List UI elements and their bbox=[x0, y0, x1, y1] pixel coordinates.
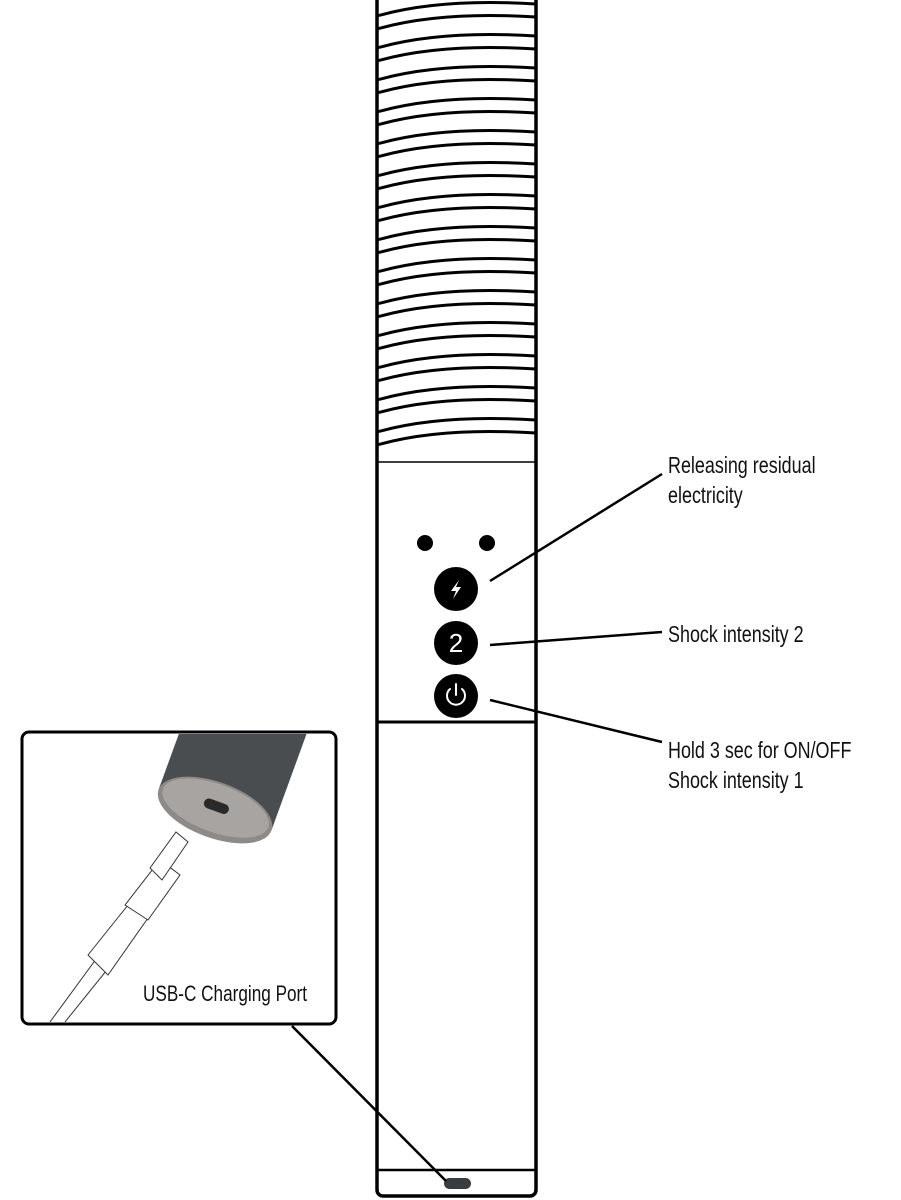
grip-ridge bbox=[376, 97, 537, 114]
grip-ridge bbox=[376, 385, 537, 402]
grip-ridge bbox=[376, 161, 537, 178]
callout-power-line2: Shock intensity 1 bbox=[668, 767, 804, 793]
grip-ridge bbox=[376, 289, 537, 306]
grip-ridge bbox=[376, 129, 537, 146]
indicator-led-left bbox=[417, 535, 433, 551]
grip-ridge bbox=[376, 1, 537, 18]
grip-ridge bbox=[376, 238, 537, 255]
callout-line-power bbox=[489, 698, 663, 744]
usb-c-port bbox=[444, 1178, 471, 1189]
usb-inset bbox=[20, 730, 338, 1026]
grip-ridge bbox=[376, 302, 537, 319]
device-end-photo bbox=[157, 734, 316, 844]
callout-power: Hold 3 sec for ON/OFF Shock intensity 1 bbox=[668, 735, 851, 795]
grip-ridge bbox=[376, 353, 537, 370]
usb-inset-label: USB-C Charging Port bbox=[143, 981, 308, 1006]
grip-ridge bbox=[376, 14, 537, 31]
grip-ridge bbox=[376, 206, 537, 223]
grip-ridge bbox=[376, 398, 537, 415]
release-button[interactable] bbox=[434, 567, 478, 611]
grip-ridge bbox=[376, 174, 537, 191]
grip-ridge bbox=[376, 33, 537, 50]
callout-intensity2-line1: Shock intensity 2 bbox=[668, 621, 804, 647]
indicator-led-right bbox=[479, 535, 495, 551]
grip-ridge bbox=[376, 142, 537, 159]
callout-power-line1: Hold 3 sec for ON/OFF bbox=[668, 737, 852, 763]
grip-ridge bbox=[376, 193, 537, 210]
device-body-outline bbox=[375, 0, 538, 1198]
grip-ridge bbox=[376, 417, 537, 434]
callout-release: Releasing residual electricity bbox=[668, 450, 816, 510]
grip-ridge bbox=[376, 321, 537, 338]
power-button[interactable] bbox=[434, 674, 478, 718]
intensity-2-button[interactable]: 2 bbox=[434, 621, 478, 665]
grip-ridge bbox=[376, 78, 537, 95]
lightning-icon bbox=[451, 580, 461, 599]
intensity-2-label: 2 bbox=[449, 628, 463, 658]
grip-ridge bbox=[376, 366, 537, 383]
grip-ridge bbox=[376, 225, 537, 242]
grip-ridge bbox=[376, 270, 537, 287]
grip-ridge bbox=[376, 65, 537, 82]
grip-ridge bbox=[376, 334, 537, 351]
callout-line-intensity2 bbox=[489, 630, 663, 647]
callout-release-line1: Releasing residual bbox=[668, 452, 816, 478]
grip-ridge bbox=[376, 110, 537, 127]
grip-ridge bbox=[376, 430, 537, 447]
grip-ridges bbox=[376, 1, 537, 447]
callout-intensity2: Shock intensity 2 bbox=[668, 619, 804, 649]
power-icon bbox=[446, 683, 466, 706]
callout-line-usb bbox=[291, 1025, 447, 1182]
callout-release-line2: electricity bbox=[668, 482, 743, 508]
usb-c-cable bbox=[49, 831, 189, 1022]
grip-ridge bbox=[376, 46, 537, 63]
grip-ridge bbox=[376, 257, 537, 274]
callout-line-release bbox=[489, 472, 663, 583]
